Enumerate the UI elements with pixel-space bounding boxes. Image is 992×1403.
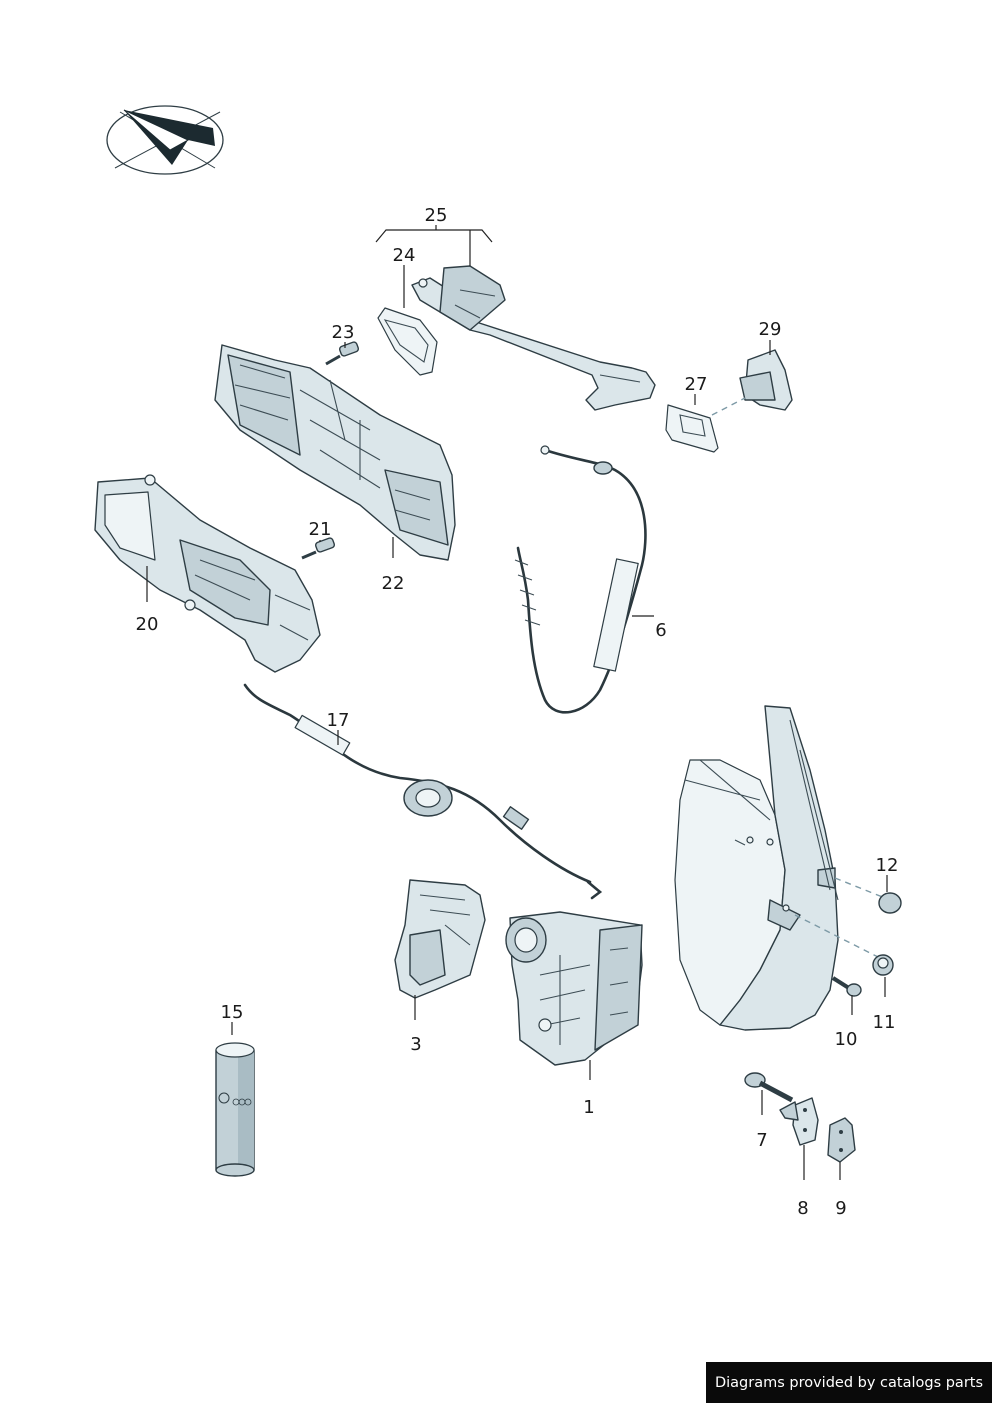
door-frame-section (674, 705, 839, 1031)
part-3-lock-bracket[interactable] (394, 879, 486, 999)
part-20-inner-handle[interactable] (94, 474, 321, 673)
part-27-seal[interactable] (665, 397, 746, 453)
part-24-gasket[interactable] (377, 307, 438, 376)
part-15-lubricant-can[interactable] (215, 1042, 255, 1177)
callout-7[interactable]: 7 (756, 1130, 768, 1151)
part-9-plate[interactable] (827, 1117, 856, 1163)
callout-17[interactable]: 17 (326, 710, 350, 731)
callout-21[interactable]: 21 (308, 519, 332, 540)
footer-banner: Diagrams provided by catalogs parts (706, 1362, 992, 1403)
leader-lines (146, 225, 888, 1180)
direction-arrow-icon (106, 105, 224, 175)
callout-22[interactable]: 22 (381, 573, 405, 594)
part-25-outer-handle[interactable] (411, 265, 656, 411)
callout-8[interactable]: 8 (797, 1198, 809, 1219)
callout-1[interactable]: 1 (583, 1097, 595, 1118)
callout-12[interactable]: 12 (875, 855, 899, 876)
part-8-striker[interactable] (779, 1097, 819, 1146)
callout-11[interactable]: 11 (872, 1012, 896, 1033)
callout-25[interactable]: 25 (424, 205, 448, 226)
part-12-plug[interactable] (878, 892, 902, 914)
part-1-door-lock[interactable] (505, 911, 643, 1066)
callout-6[interactable]: 6 (655, 620, 667, 641)
part-17-inner-cable[interactable] (243, 683, 603, 900)
callout-15[interactable]: 15 (220, 1002, 244, 1023)
callout-20[interactable]: 20 (135, 614, 159, 635)
footer-text: Diagrams provided by catalogs parts (714, 1374, 984, 1391)
callout-9[interactable]: 9 (835, 1198, 847, 1219)
part-10-screw[interactable] (831, 976, 862, 997)
callout-27[interactable]: 27 (684, 374, 708, 395)
callout-29[interactable]: 29 (758, 319, 782, 340)
part-29-end-cap[interactable] (739, 349, 793, 411)
callout-10[interactable]: 10 (834, 1029, 858, 1050)
callout-23[interactable]: 23 (331, 322, 355, 343)
part-22-handle-carrier[interactable] (214, 344, 456, 561)
part-11-clip[interactable] (872, 954, 894, 976)
callout-3[interactable]: 3 (410, 1034, 422, 1055)
part-6-release-cable[interactable] (514, 445, 647, 714)
part-21-screw[interactable] (301, 537, 336, 560)
callout-24[interactable]: 24 (392, 245, 416, 266)
part-7-screw[interactable] (744, 1072, 794, 1103)
part-23-screw[interactable] (325, 341, 360, 366)
